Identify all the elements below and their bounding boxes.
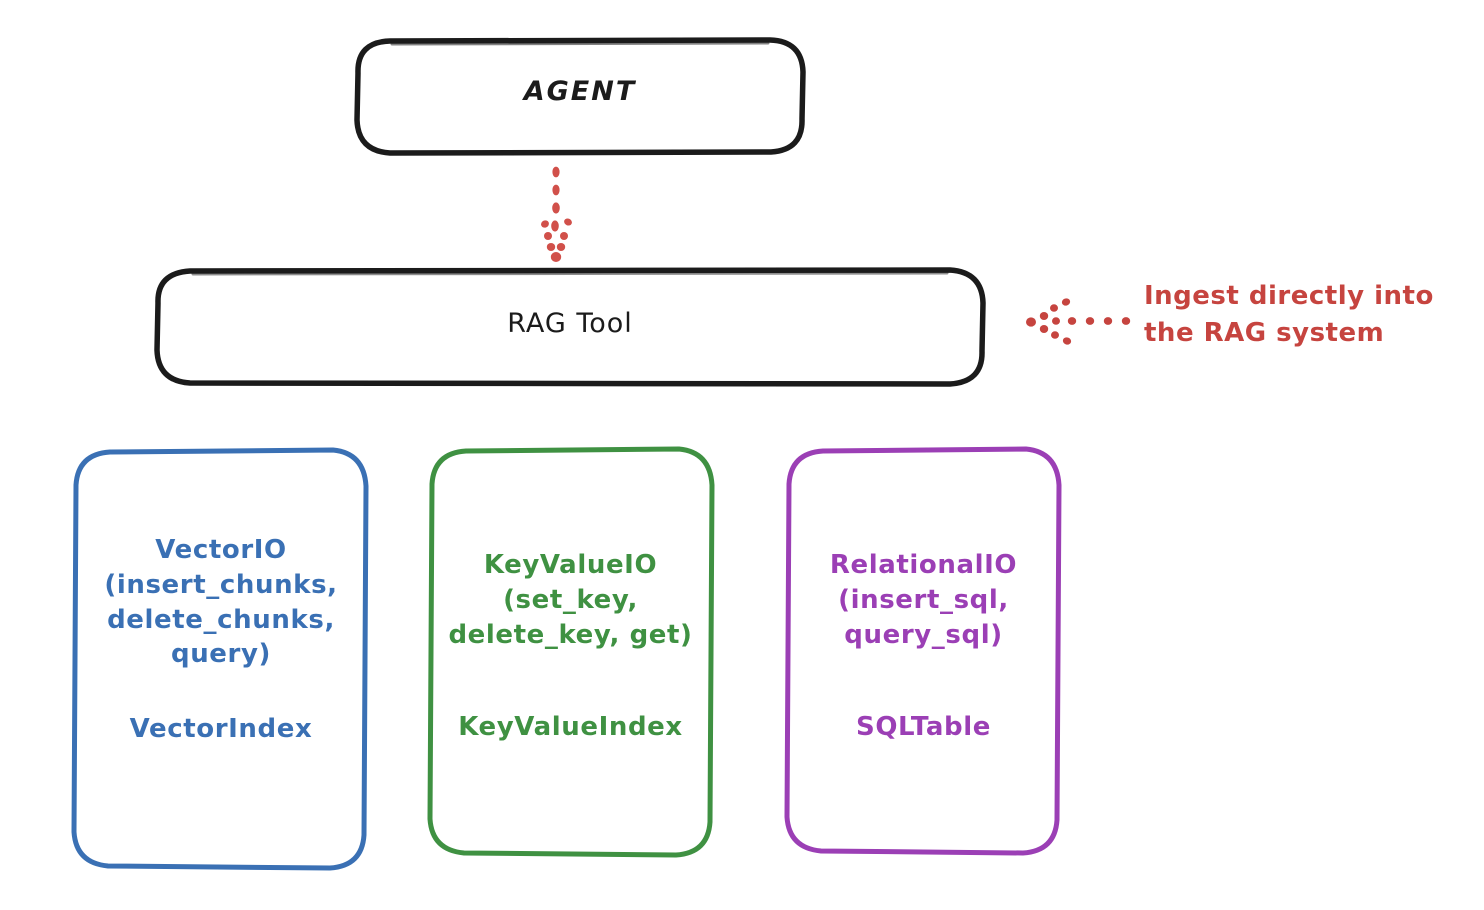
relational-store-index-label: SQLTable bbox=[856, 712, 991, 742]
ingest-annotation-text: Ingest directly into the RAG system bbox=[1144, 281, 1434, 348]
keyvalue-store-api-label: KeyValueIO (set_key, delete_key, get) bbox=[448, 550, 693, 650]
dotted-down-arrow-icon bbox=[541, 166, 572, 262]
rag-tool-node-label: RAG Tool bbox=[507, 308, 633, 339]
keyvalue-store-index-label: KeyValueIndex bbox=[458, 712, 683, 742]
agent-node-label: AGENT bbox=[523, 76, 637, 107]
vector-store-api-label: VectorIO (insert_chunks, delete_chunks, … bbox=[104, 535, 338, 670]
relational-store-api-label: RelationalIO (insert_sql, query_sql) bbox=[829, 550, 1018, 650]
dotted-left-arrow-icon bbox=[1026, 298, 1131, 345]
vector-store-index-label: VectorIndex bbox=[129, 714, 313, 744]
